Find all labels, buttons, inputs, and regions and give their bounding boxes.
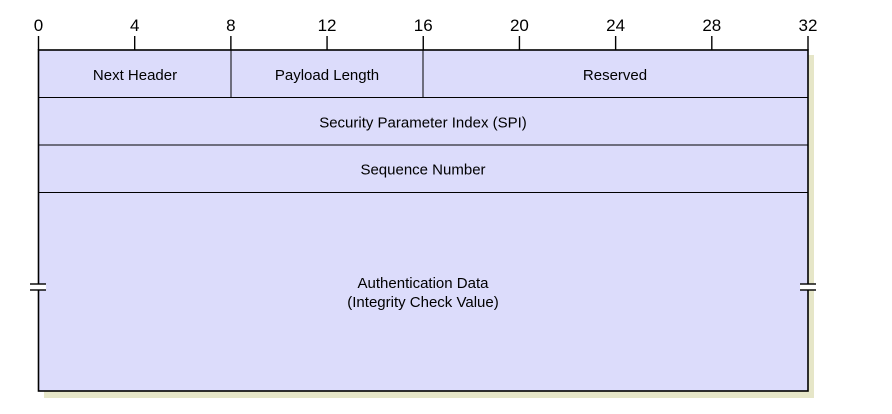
bit-label-32: 32	[799, 16, 818, 35]
field-next-header: Next Header	[93, 67, 177, 84]
bit-label-0: 0	[34, 16, 43, 35]
field-authentication-data: Authentication Data	[358, 275, 490, 292]
bit-label-8: 8	[226, 16, 235, 35]
bit-label-12: 12	[318, 16, 337, 35]
field-integrity-check-value: (Integrity Check Value)	[347, 294, 498, 311]
bit-label-20: 20	[510, 16, 529, 35]
bit-label-28: 28	[702, 16, 721, 35]
bit-label-24: 24	[606, 16, 625, 35]
field-reserved: Reserved	[583, 67, 647, 84]
bit-ruler: 0 4 8 12 16 20 24 28 32	[34, 16, 818, 50]
field-payload-length: Payload Length	[275, 67, 379, 84]
bit-label-4: 4	[130, 16, 139, 35]
bit-label-16: 16	[414, 16, 433, 35]
right-break-mark	[800, 275, 816, 299]
field-sequence-number: Sequence Number	[360, 162, 485, 179]
field-spi: Security Parameter Index (SPI)	[319, 115, 527, 132]
header-frame	[37, 49, 809, 392]
left-break-mark	[30, 275, 46, 299]
